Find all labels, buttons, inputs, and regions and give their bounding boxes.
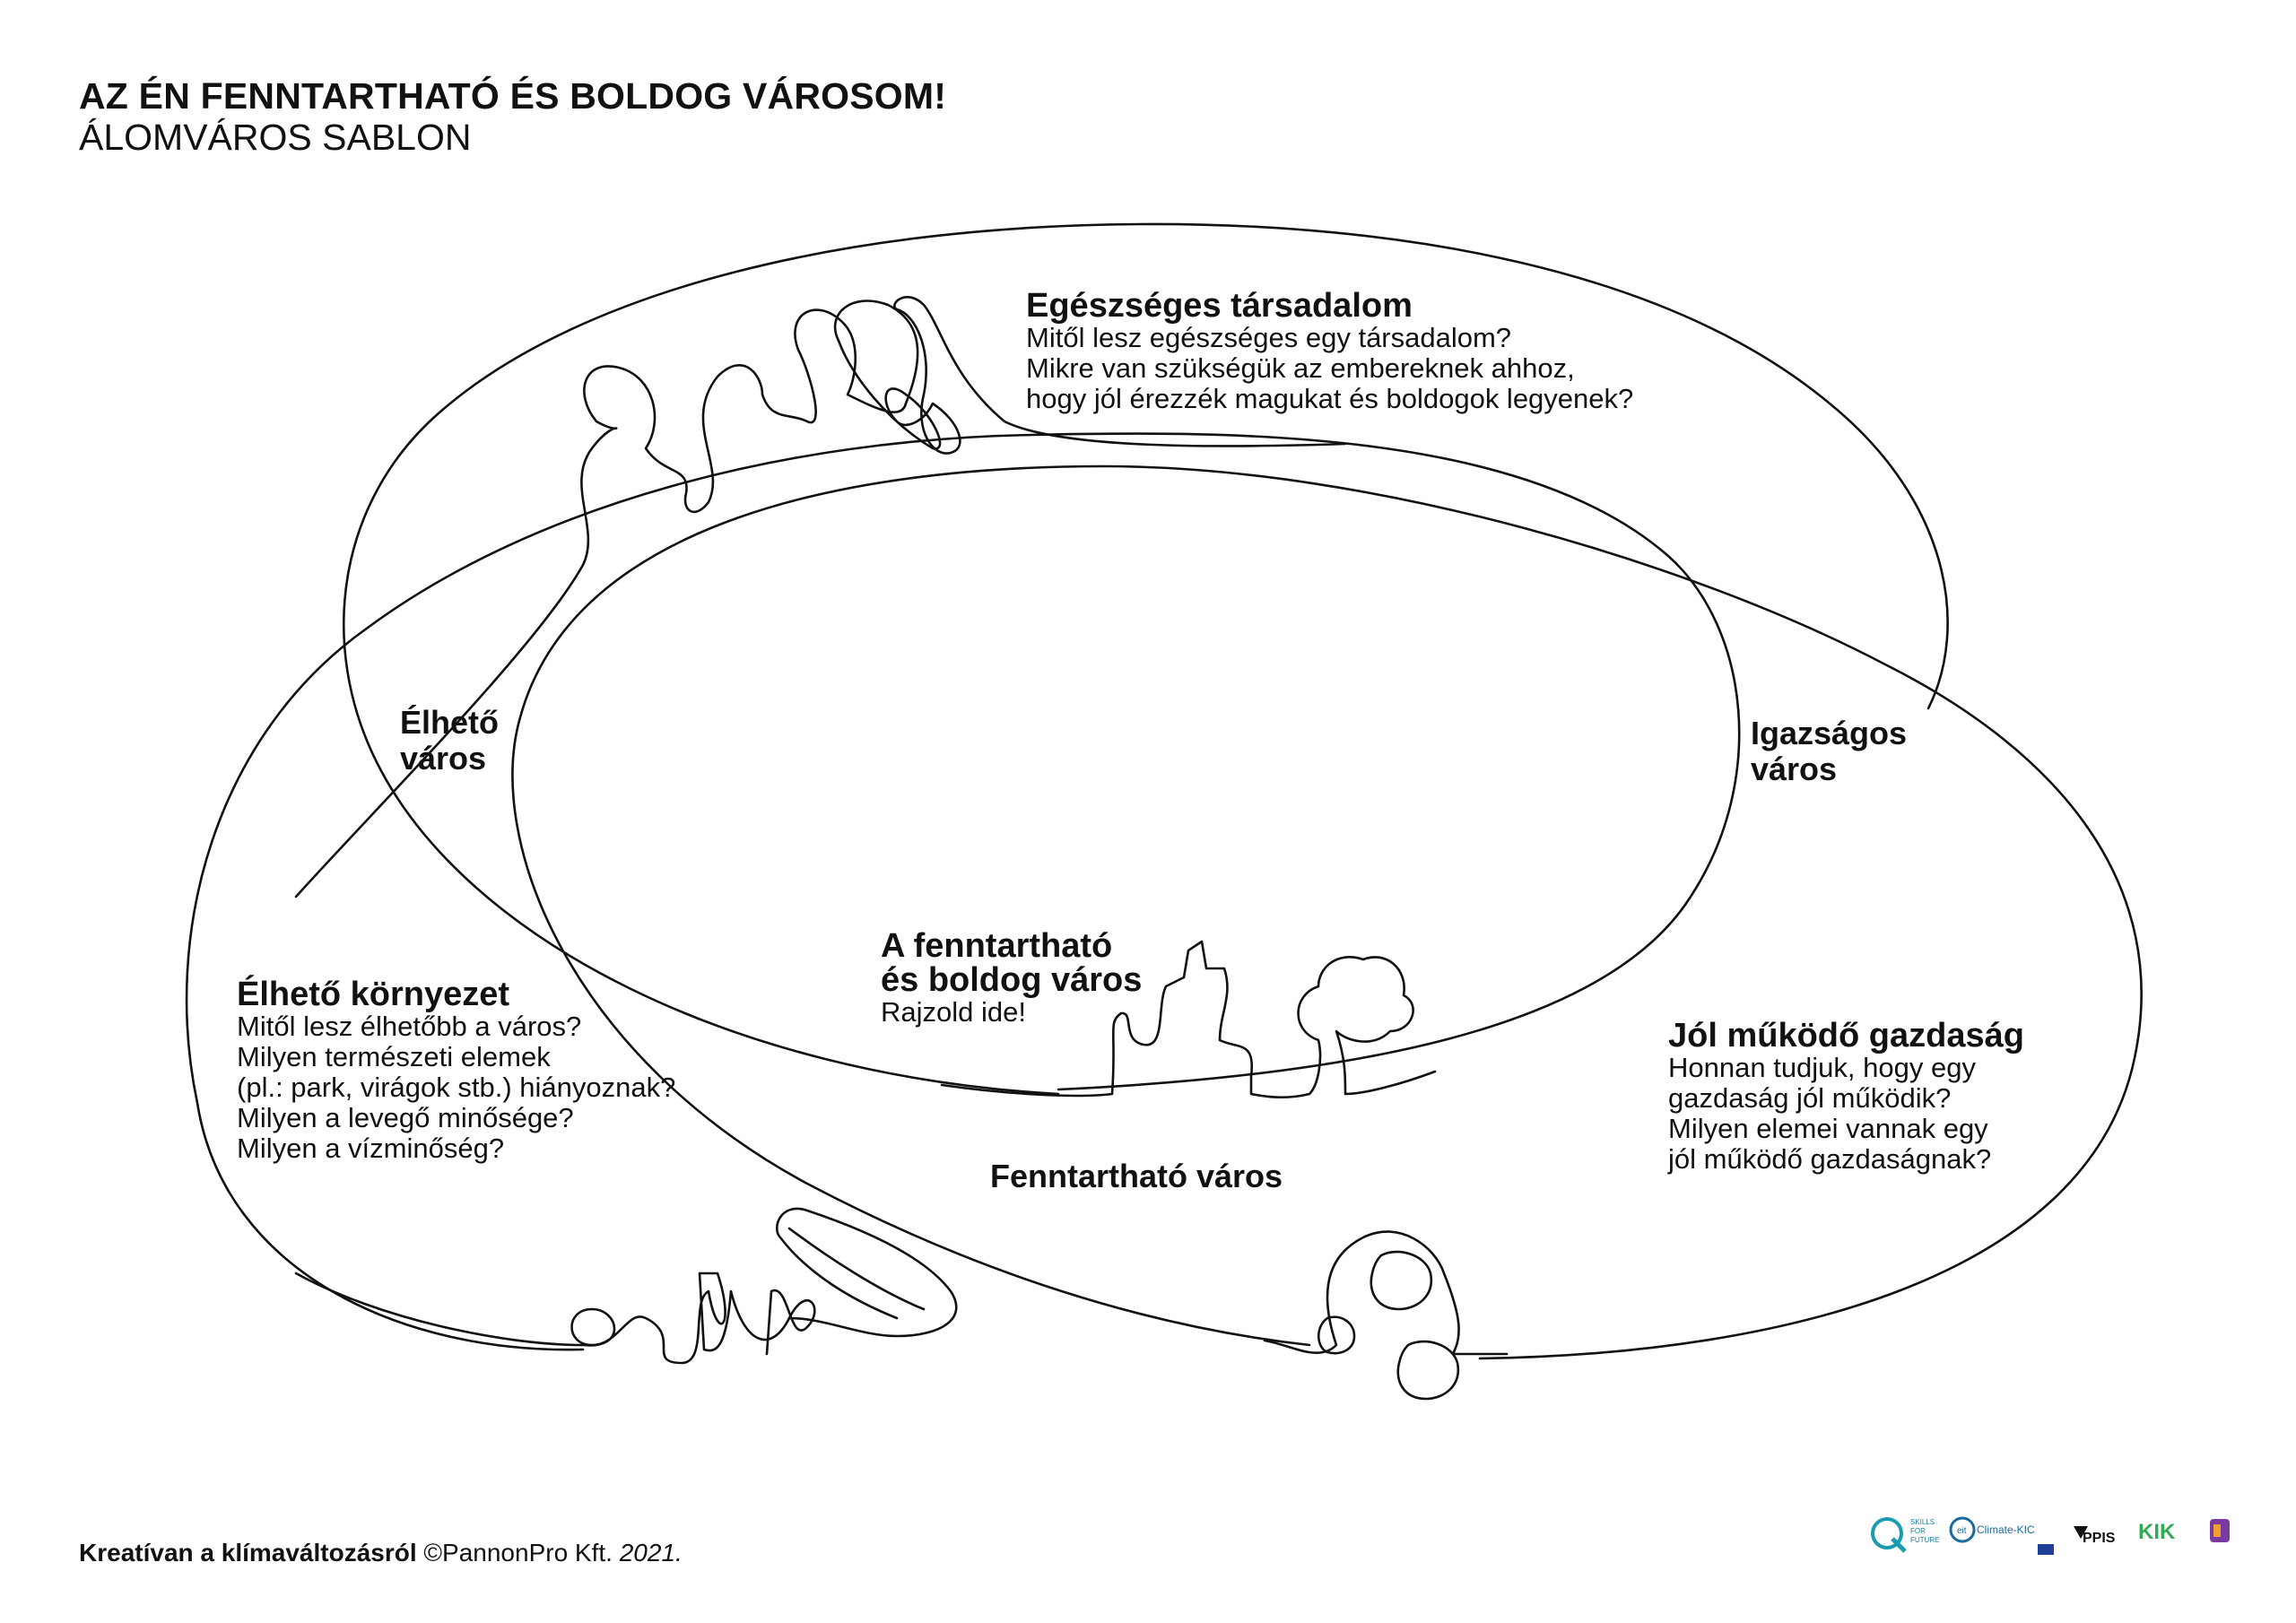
app-logo [2210,1519,2230,1542]
center-heading-line: A fenntartható [881,927,1113,965]
environment-line: Mitől lesz élhetőbb a város? [237,1011,582,1042]
fair-city-line: város [1751,751,1838,787]
skills-text: FUTURE [1910,1536,1939,1544]
center-heading-line: és boldog város [881,961,1143,999]
footer-year: 2021. [619,1539,683,1567]
environment-line: (pl.: park, virágok stb.) hiányoznak? [237,1072,676,1103]
economy-heading: Jól működő gazdaság [1668,1017,2024,1055]
health-ellipse [342,222,1949,1096]
economy-line: gazdaság jól működik? [1668,1082,1952,1114]
economy-ellipse [511,464,2143,1360]
economy-section: Jól működő gazdaság Honnan tudjuk, hogy … [1668,1019,2024,1175]
sustainable-city-label: Fenntartható város [990,1158,1283,1194]
environment-line: Milyen a levegő minősége? [237,1102,574,1133]
environment-line: Milyen a vízminőség? [237,1133,505,1164]
economy-line: Milyen elemei vannak egy [1668,1113,1988,1144]
partner-logos: SKILLS FOR FUTURE eit Climate-KIC PPIS K… [1871,1516,2230,1555]
fair-city-label: Igazságos város [1751,716,1907,787]
health-line: Mikre van szükségük az embereknek ahhoz, [1026,352,1575,384]
leaf-flowers-doodle [294,1207,958,1365]
livable-city-label: Élhető város [400,705,499,777]
page-title: AZ ÉN FENNTARTHATÓ ÉS BOLDOG VÁROSOM! [79,75,947,117]
livable-city-line: Élhető [400,704,500,741]
footer-project: Kreatívan a klímaváltozásról [79,1539,417,1567]
livable-city-line: város [400,740,487,777]
environment-section: Élhető környezet Mitől lesz élhetőbb a v… [237,977,675,1164]
health-section: Egészséges társadalom Mitől lesz egészsé… [1026,289,1633,414]
center-section: A fenntartható és boldog város Rajzold i… [881,929,1142,1028]
city-tree-doodle [940,940,1437,1099]
svg-text:eit: eit [1957,1526,1967,1536]
gears-doodle [1263,1230,1509,1401]
health-line: Mitől lesz egészséges egy társadalom? [1026,322,1512,353]
ppis-text: PPIS [2083,1531,2116,1546]
environment-ellipse [185,432,1741,1351]
people-heart-doodle [294,296,1347,898]
kik-text: KIK [2138,1520,2176,1544]
environment-heading: Élhető környezet [237,976,510,1013]
climate-kic-text: Climate-KIC [1977,1523,2035,1536]
skills-for-future-logo: SKILLS FOR FUTURE [1871,1517,1939,1553]
economy-line: jól működő gazdaságnak? [1668,1143,1992,1175]
health-heading: Egészséges társadalom [1026,287,1413,325]
skills-text: SKILLS [1910,1518,1935,1526]
center-hint: Rajzold ide! [881,996,1026,1028]
footer: Kreatívan a klímaváltozásról ©PannonPro … [79,1539,683,1567]
page-subtitle: ÁLOMVÁROS SABLON [79,117,472,158]
skills-text: FOR [1910,1527,1926,1535]
health-line: hogy jól érezzék magukat és boldogok leg… [1026,383,1634,414]
climate-kic-logo: eit Climate-KIC [1949,1516,2054,1555]
environment-line: Milyen természeti elemek [237,1041,551,1072]
ppis-logo: PPIS [2074,1526,2116,1546]
footer-copyright: ©PannonPro Kft. [423,1539,613,1567]
kik-logo: KIK [2138,1520,2176,1544]
economy-line: Honnan tudjuk, hogy egy [1668,1052,1976,1083]
fair-city-line: Igazságos [1751,715,1908,751]
